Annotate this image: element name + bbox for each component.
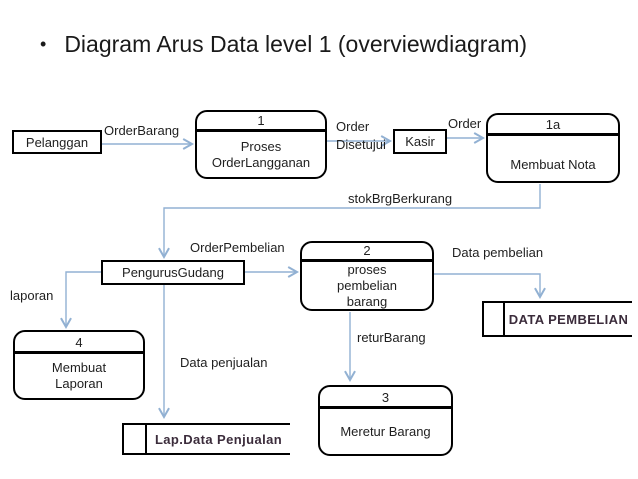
page-title: Diagram Arus Data level 1 (overviewdiagr… <box>64 31 528 57</box>
datastore-data-pembelian: DATA PEMBELIAN <box>482 301 632 337</box>
flow-line-laporan <box>60 271 101 330</box>
entity-kasir-label: Kasir <box>405 134 435 149</box>
process-1-order-langganan: 1 Proses OrderLangganan <box>195 110 327 179</box>
datastore-lap-data-penjualan-index-cell <box>124 425 147 453</box>
process-3-number: 3 <box>320 387 451 409</box>
flow-label-order-disetujui: Order Disetujui <box>336 119 386 152</box>
flow-label-retur-barang: returBarang <box>357 330 426 345</box>
process-4-number: 4 <box>15 332 143 354</box>
entity-pelanggan: Pelanggan <box>12 130 102 154</box>
flow-label-laporan: laporan <box>10 288 54 303</box>
flow-label-data-pembelian: Data pembelian <box>452 245 544 260</box>
datastore-lap-data-penjualan-label: Lap.Data Penjualan <box>154 431 283 447</box>
flow-label-data-penjualan: Data penjualan <box>180 355 268 370</box>
process-2-name: proses pembelian barang <box>337 262 397 309</box>
flow-label-order-pembelian: OrderPembelian <box>190 240 285 255</box>
process-1a-membuat-nota: 1a Membuat Nota <box>486 113 620 183</box>
process-3-name: Meretur Barang <box>340 423 431 439</box>
process-1-number: 1 <box>197 112 325 132</box>
process-2-pembelian-barang: 2 proses pembelian barang <box>300 241 434 311</box>
process-3-meretur-barang: 3 Meretur Barang <box>318 385 453 456</box>
process-1-name: Proses OrderLangganan <box>211 138 311 170</box>
process-4-membuat-laporan: 4 Membuat Laporan <box>13 330 145 400</box>
flow-label-order: Order <box>448 116 482 131</box>
process-1a-name: Membuat Nota <box>510 157 596 172</box>
entity-pengurus-gudang: PengurusGudang <box>101 260 245 285</box>
process-4-name: Membuat Laporan <box>51 360 107 391</box>
entity-pelanggan-label: Pelanggan <box>25 134 89 150</box>
bullet-icon: • <box>40 34 47 54</box>
flow-line-data-pembelian <box>433 273 546 300</box>
process-2-number: 2 <box>302 243 432 262</box>
datastore-data-pembelian-label: DATA PEMBELIAN <box>508 311 629 327</box>
flow-label-order-barang: OrderBarang <box>104 123 180 138</box>
datastore-data-pembelian-index-cell <box>484 303 505 335</box>
process-1a-number: 1a <box>488 115 618 136</box>
flow-label-stok-brg-berkurang: stokBrgBerkurang <box>348 191 453 206</box>
entity-kasir: Kasir <box>393 129 447 154</box>
datastore-lap-data-penjualan: Lap.Data Penjualan <box>122 423 290 455</box>
entity-pengurus-gudang-label: PengurusGudang <box>122 265 224 280</box>
slide-title-row: • Diagram Arus Data level 1 (overviewdia… <box>40 28 527 60</box>
